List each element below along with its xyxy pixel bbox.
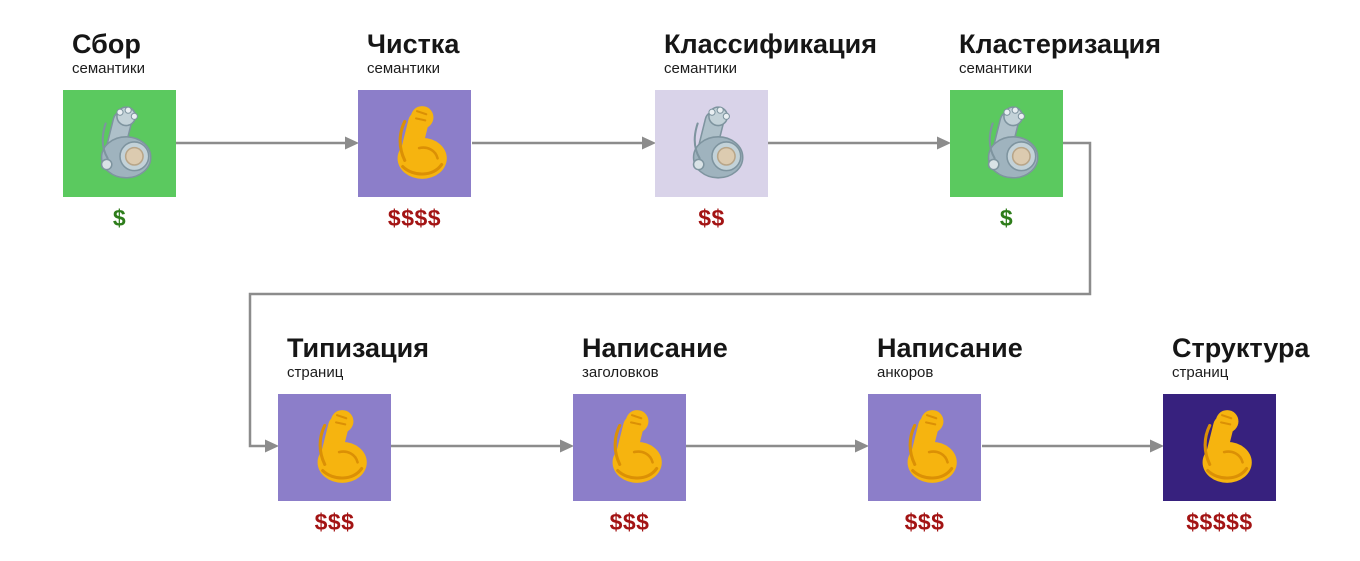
step-title: Типизация — [287, 333, 430, 363]
step-cost-label: $ — [999, 205, 1014, 231]
step-subtitle: заголовков — [582, 364, 659, 381]
step-title: Классификация — [664, 29, 877, 59]
arrowhead-icon — [1150, 439, 1164, 453]
step-tile — [1163, 394, 1276, 501]
step-tile — [358, 90, 471, 197]
arrowhead-icon — [642, 136, 656, 150]
step-cost-label: $$$ — [609, 509, 650, 535]
step-title: Чистка — [367, 29, 460, 59]
step-title: Написание — [582, 333, 728, 363]
step-title: Написание — [877, 333, 1023, 363]
mechanical-arm-icon — [966, 103, 1048, 185]
step-subtitle: семантики — [72, 60, 145, 77]
step-subtitle: семантики — [367, 60, 440, 77]
step-title: Структура — [1172, 333, 1310, 363]
arrowhead-icon — [937, 136, 951, 150]
step-cost-label: $$$$ — [387, 205, 442, 231]
mechanical-arm-icon — [671, 103, 753, 185]
step-cost-label: $ — [112, 205, 127, 231]
step-title: Кластеризация — [959, 29, 1162, 59]
step-tile — [868, 394, 981, 501]
flexed-biceps-icon — [1179, 407, 1261, 489]
flexed-biceps-icon — [374, 103, 456, 185]
step-cost-label: $$$ — [904, 509, 945, 535]
flexed-biceps-icon — [294, 407, 376, 489]
arrowhead-icon — [560, 439, 574, 453]
arrowhead-icon — [855, 439, 869, 453]
step-subtitle: страниц — [1172, 364, 1229, 381]
step-subtitle: семантики — [664, 60, 737, 77]
step-tile — [655, 90, 768, 197]
step-tile — [63, 90, 176, 197]
step-subtitle: анкоров — [877, 364, 934, 381]
flexed-biceps-icon — [884, 407, 966, 489]
step-cost-label: $$$ — [314, 509, 355, 535]
step-tile — [278, 394, 391, 501]
arrowhead-icon — [345, 136, 359, 150]
step-subtitle: страниц — [287, 364, 344, 381]
step-cost-label: $$ — [698, 205, 725, 231]
step-subtitle: семантики — [959, 60, 1032, 77]
mechanical-arm-icon — [79, 103, 161, 185]
step-title: Сбор — [72, 29, 141, 59]
flexed-biceps-icon — [589, 407, 671, 489]
step-cost-label: $$$$$ — [1186, 509, 1253, 535]
arrowhead-icon — [265, 439, 279, 453]
step-tile — [573, 394, 686, 501]
step-tile — [950, 90, 1063, 197]
